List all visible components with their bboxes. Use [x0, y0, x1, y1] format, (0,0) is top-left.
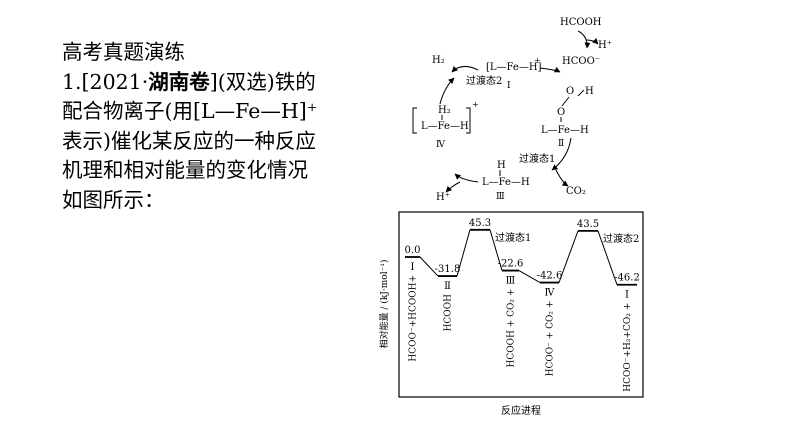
roman-II-cycle: Ⅱ [558, 139, 564, 149]
connector-1 [419, 256, 439, 277]
complex-IV-bracket-right [466, 107, 471, 134]
value-label-5: -42.6 [537, 271, 563, 282]
h2-label: H₂ [432, 55, 445, 66]
value-label-3: 45.3 [469, 218, 491, 229]
connector-4 [518, 270, 541, 283]
roman-label-1: Ⅰ [411, 262, 415, 273]
co2-arrow [555, 169, 569, 187]
hcoo-minus-label: HCOO⁻ [562, 56, 600, 67]
value-label-1: 0.0 [405, 245, 421, 256]
value-label-4: -22.6 [498, 259, 524, 270]
roman-label-4: Ⅲ [506, 276, 516, 287]
question-line-6: 如图所示： [62, 187, 165, 212]
complex-IV-body: L—Fe—H [421, 121, 469, 132]
energy-profile: 0.0Ⅰ HCOO⁻+HCOOH+ -31.8Ⅱ HCOOH 45.3 过渡态1 -22.6… [405, 218, 640, 392]
h-plus-arrow [585, 38, 599, 45]
complex-II-o: O [557, 107, 565, 118]
arrow-III-to-IV [454, 173, 479, 183]
connector-2 [456, 229, 471, 277]
connector-3 [489, 229, 503, 271]
bond-c-h [577, 89, 585, 97]
complex-IV-charge: + [472, 100, 479, 109]
value-label-7: -46.2 [614, 273, 640, 284]
complex-I-charge: + [534, 56, 541, 65]
question-line2-rest: ](双选)铁的 [209, 69, 316, 94]
arrow-IV-to-I [439, 77, 455, 105]
roman-I-cycle: Ⅰ [507, 81, 511, 91]
species-label-5: HCOO⁻ + CO₂ + [546, 301, 556, 377]
connector-5 [558, 230, 579, 283]
question-line-3: 配合物离子(用[L—Fe—H]⁺ [62, 99, 318, 123]
catalytic-cycle: HCOOH H⁺ HCOO⁻ H₂ 过渡态2 [L—Fe—H] + Ⅰ O H … [412, 17, 612, 203]
hcooh-arrow [577, 30, 591, 49]
complex-II-body: L—Fe—H [541, 125, 589, 136]
species-label-7: HCOO⁻+H₂+CO₂ + [623, 303, 633, 392]
value-label-2: -31.8 [435, 264, 461, 275]
ts1-label: 过渡态1 [519, 152, 555, 165]
bond-c-o [561, 96, 570, 107]
y-axis-label: 相对能量 / (kJ·mol⁻¹) [378, 260, 390, 349]
question-line-5: 机理和相对能量的变化情况 [62, 158, 308, 182]
ts-note-3: 过渡态1 [495, 231, 531, 244]
h-plus-top-label: H⁺ [598, 40, 612, 51]
arrow-II-to-III [551, 137, 572, 171]
complex-IV-h2: H₂ [438, 105, 451, 116]
complex-II-carbonyl-o: O [566, 86, 574, 97]
complex-IV-bracket-left [412, 107, 417, 134]
hcooh-label: HCOOH [560, 17, 602, 28]
roman-label-5: Ⅳ [545, 288, 556, 299]
arrow-I-to-h2 [451, 66, 479, 73]
roman-IV-cycle: Ⅳ [436, 140, 446, 150]
question-line-4: 表示)催化某反应的一种反应 [62, 128, 316, 153]
energy-diagram: 相对能量 / (kJ·mol⁻¹) 反应进程 0.0Ⅰ HCOO⁻+HCOOH+ -… [378, 211, 644, 417]
question-source: 湖南卷 [148, 69, 210, 94]
h-plus-in-arrow [445, 181, 461, 193]
ts2-label: 过渡态2 [466, 74, 502, 87]
question-text: 高考真题演练 1.[2021·湖南卷](双选)铁的 配合物离子(用[L—Fe—H… [62, 38, 372, 215]
ts-note-6: 过渡态2 [603, 232, 639, 245]
co2-label: CO₂ [566, 186, 586, 197]
roman-label-2: Ⅱ [444, 281, 451, 292]
h-plus-left-label: H⁺ [436, 192, 450, 203]
complex-III-body: L—Fe—H [482, 177, 530, 188]
plot-frame [398, 211, 644, 398]
species-label-1: HCOO⁻+HCOOH+ [409, 275, 419, 362]
arrow-I-to-II [539, 66, 561, 73]
x-axis-label: 反应进程 [501, 404, 541, 417]
roman-label-7: Ⅰ [625, 290, 629, 301]
question-line-2: 1.[2021·湖南卷](双选)铁的 [62, 68, 372, 98]
connector-6 [597, 230, 618, 285]
complex-II-h: H [585, 86, 594, 97]
species-label-2: HCOOH [444, 294, 454, 331]
complex-I-formula: [L—Fe—H] [486, 62, 542, 73]
question-prefix: 1.[2021· [62, 69, 149, 94]
value-label-6: 43.5 [577, 219, 599, 230]
complex-III-h: H [497, 160, 506, 171]
roman-III-cycle: Ⅲ [496, 192, 505, 202]
question-heading: 高考真题演练 [62, 40, 185, 64]
species-label-4: HCOOH + CO₂ + [507, 289, 517, 368]
